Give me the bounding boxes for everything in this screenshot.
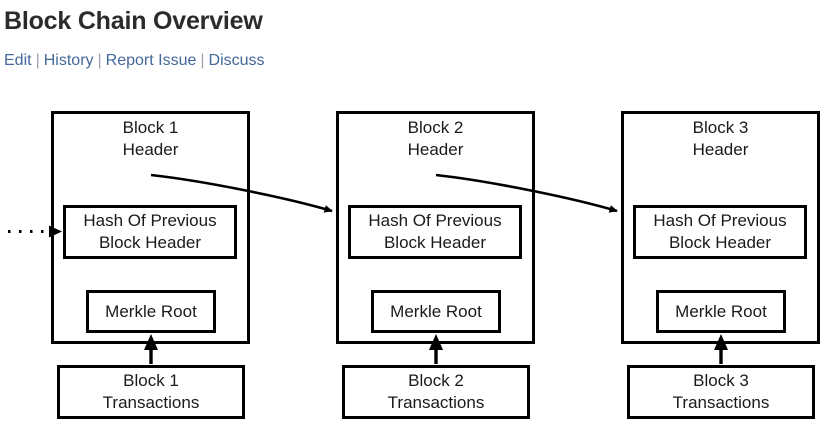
toolbar-separator: | [35,52,40,69]
block-3-header-line1: Block 3 [692,118,749,137]
toolbar-link-edit[interactable]: Edit [4,52,32,69]
block-1-header-title: Block 1 Header [51,117,250,161]
block-3-merkle-root-box: Merkle Root [656,290,786,333]
block-3-transactions-box: Block 3 Transactions [627,365,815,419]
block-1-transactions-line1: Block 1 [123,371,179,390]
block-2-merkle-root-label: Merkle Root [390,301,482,321]
block-1-merkle-root-box: Merkle Root [86,290,216,333]
block-1-transactions-box: Block 1 Transactions [57,365,245,419]
block-2-header-line2: Header [407,140,464,159]
toolbar-link-discuss[interactable]: Discuss [208,52,265,69]
block-1-header-line2: Header [122,140,179,159]
block-1-transactions-line2: Transactions [102,393,200,412]
block-2-header-line1: Block 2 [407,118,464,137]
block-3-merkle-root-label: Merkle Root [675,301,767,321]
block-1-hash-line1: Hash Of Previous [83,211,217,230]
block-1-header-line1: Block 1 [122,118,179,137]
block-2-transactions-box: Block 2 Transactions [342,365,530,419]
page-title: Block Chain Overview [4,7,263,35]
toolbar-link-history[interactable]: History [43,52,94,69]
block-2-hash-line1: Hash Of Previous [368,211,502,230]
toolbar-separator: | [200,52,205,69]
block-3-header-title: Block 3 Header [621,117,820,161]
block-2-hash-of-previous-box: Hash Of Previous Block Header [348,205,522,259]
block-3-transactions-line1: Block 3 [693,371,749,390]
block-2-header-title: Block 2 Header [336,117,535,161]
block-3-hash-of-previous-box: Hash Of Previous Block Header [633,205,807,259]
block-1-hash-of-previous-box: Hash Of Previous Block Header [63,205,237,259]
block-3-transactions-line2: Transactions [672,393,770,412]
block-3-hash-line1: Hash Of Previous [653,211,787,230]
block-1-merkle-root-label: Merkle Root [105,301,197,321]
toolbar-separator: | [97,52,102,69]
block-2-merkle-root-box: Merkle Root [371,290,501,333]
block-3-hash-line2: Block Header [668,233,772,252]
block-2-transactions-line1: Block 2 [408,371,464,390]
block-1-hash-line2: Block Header [98,233,202,252]
block-3-header-line2: Header [692,140,749,159]
toolbar: Edit|History|Report Issue|Discuss [4,51,265,71]
block-2-hash-line2: Block Header [383,233,487,252]
block-2-transactions-line2: Transactions [387,393,485,412]
toolbar-link-report-issue[interactable]: Report Issue [105,52,197,69]
